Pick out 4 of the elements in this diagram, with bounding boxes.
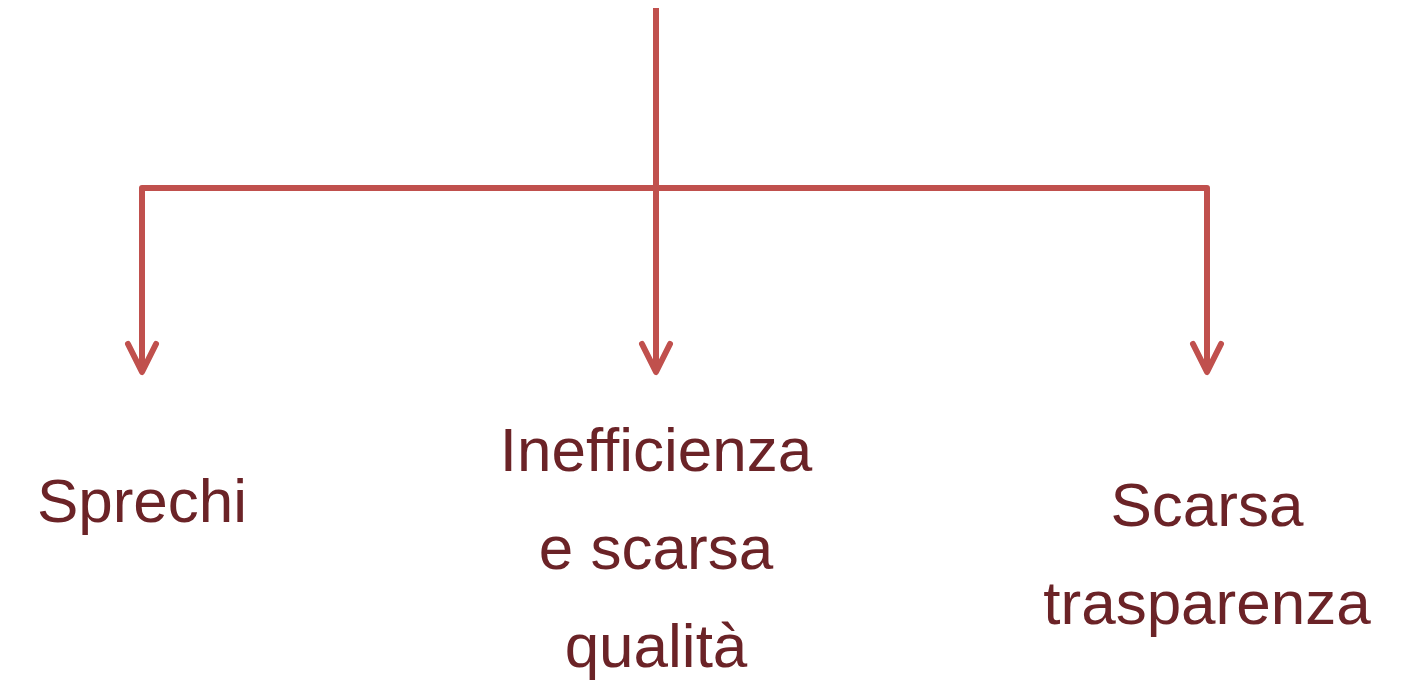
category-label: Scarsa trasparenza bbox=[997, 372, 1417, 652]
category-label: Inefficienza e scarsa qualità bbox=[491, 372, 821, 695]
arrow bbox=[653, 8, 1224, 375]
category-label: Sprechi bbox=[0, 372, 292, 550]
